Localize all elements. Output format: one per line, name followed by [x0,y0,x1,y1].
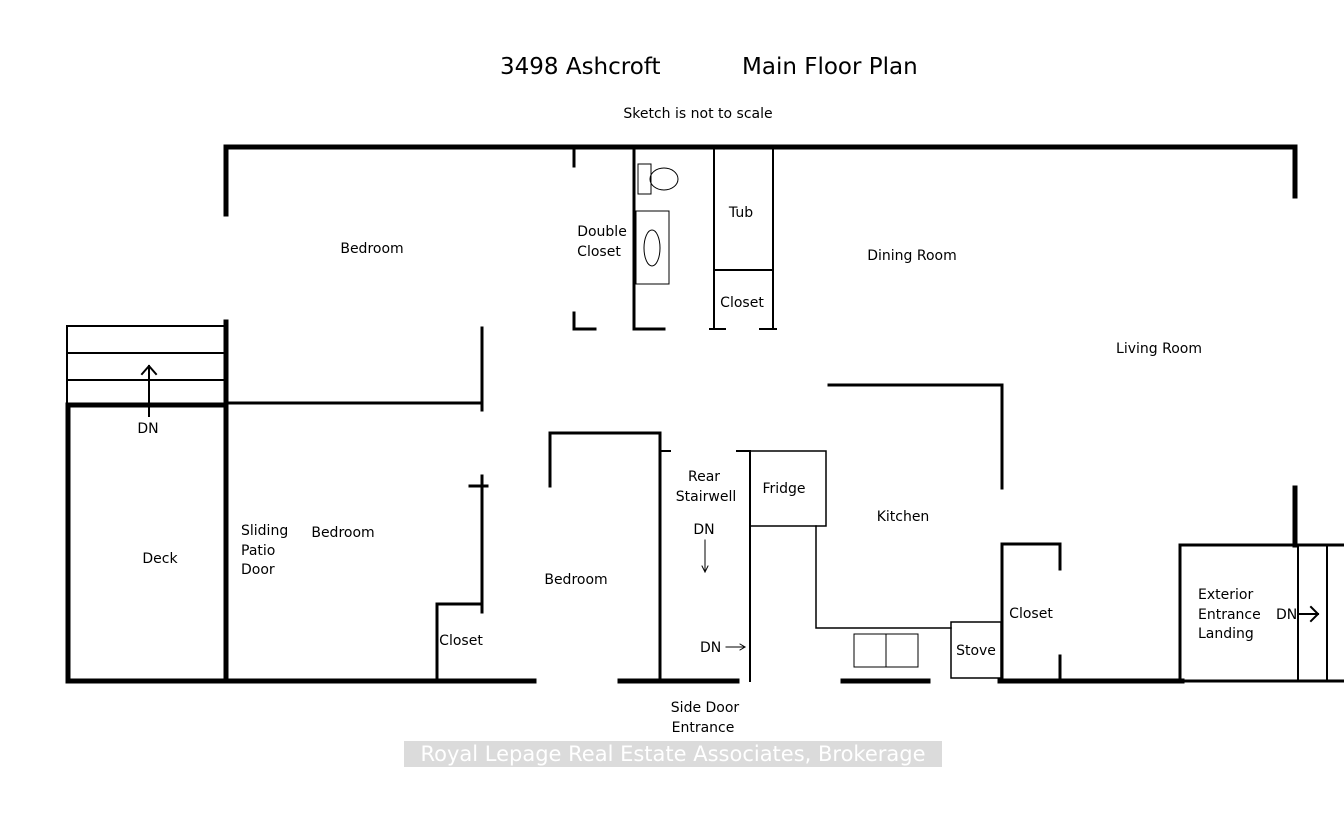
arrow-down-stair [701,539,709,574]
label-side-door-1: Side Door [670,700,740,716]
wall-bedroom-left [435,474,489,683]
label-sliding-2: Patio [241,543,276,559]
label-side-door-2: Entrance [671,720,735,736]
label-dn-stair: DN [693,522,715,538]
brokerage-watermark: Royal Lepage Real Estate Associates, Bro… [404,741,942,767]
label-sliding-1: Sliding [241,523,289,539]
toilet-tank [637,163,652,195]
fridge-box [749,450,827,527]
landing-steps [1297,544,1328,682]
arrow-right-ext [1299,605,1320,623]
room-label-bedroom-top: Bedroom [340,241,404,257]
label-dn-side: DN [700,640,722,656]
wall-double-closet [572,148,597,331]
room-label-closet-bath: Closet [720,295,764,311]
room-label-rear-2: Stairwell [675,489,737,505]
room-label-rear-1: Rear [687,469,721,485]
wall-tub [709,149,777,330]
stairs-left [66,325,227,406]
scale-note: Sketch is not to scale [623,106,773,122]
arrow-up-deck [140,364,158,417]
landing-outline [1178,543,1344,683]
label-stove: Stove [956,643,996,659]
room-label-closet-kitchen: Closet [1009,606,1053,622]
label-dn-deck: DN [137,421,159,437]
room-label-living-room: Living Room [1116,341,1202,357]
wall-bedrooms [228,326,484,412]
room-label-tub: Tub [728,205,754,221]
label-sliding-3: Door [241,562,275,578]
deck-outline [65,402,229,684]
sink [643,229,661,267]
wall-bath [632,148,666,331]
room-label-bedroom-left: Bedroom [311,525,375,541]
counter [815,525,952,629]
room-label-closet-left: Closet [439,633,483,649]
address-title: 3498 Ashcroft [500,54,661,80]
room-label-double-closet-1: Double [577,224,627,240]
label-fridge: Fridge [762,481,806,497]
room-label-bedroom-mid: Bedroom [544,572,608,588]
label-dn-ext: DN [1276,607,1298,623]
label-ext-2: Entrance [1198,607,1261,623]
vanity [635,210,670,285]
wall-kitchen-top [827,383,1004,490]
toilet-bowl [649,167,679,191]
label-ext-1: Exterior [1198,587,1254,603]
wall-closet-kitchen [1000,542,1062,683]
room-label-kitchen: Kitchen [876,509,930,525]
room-label-dining-room: Dining Room [867,248,957,264]
label-ext-3: Landing [1198,626,1254,642]
room-label-double-closet-2: Closet [577,244,621,260]
wall-bedroom-mid [548,431,662,683]
arrow-right-side [725,643,746,651]
plan-title: Main Floor Plan [742,54,918,80]
room-label-deck: Deck [142,551,178,567]
